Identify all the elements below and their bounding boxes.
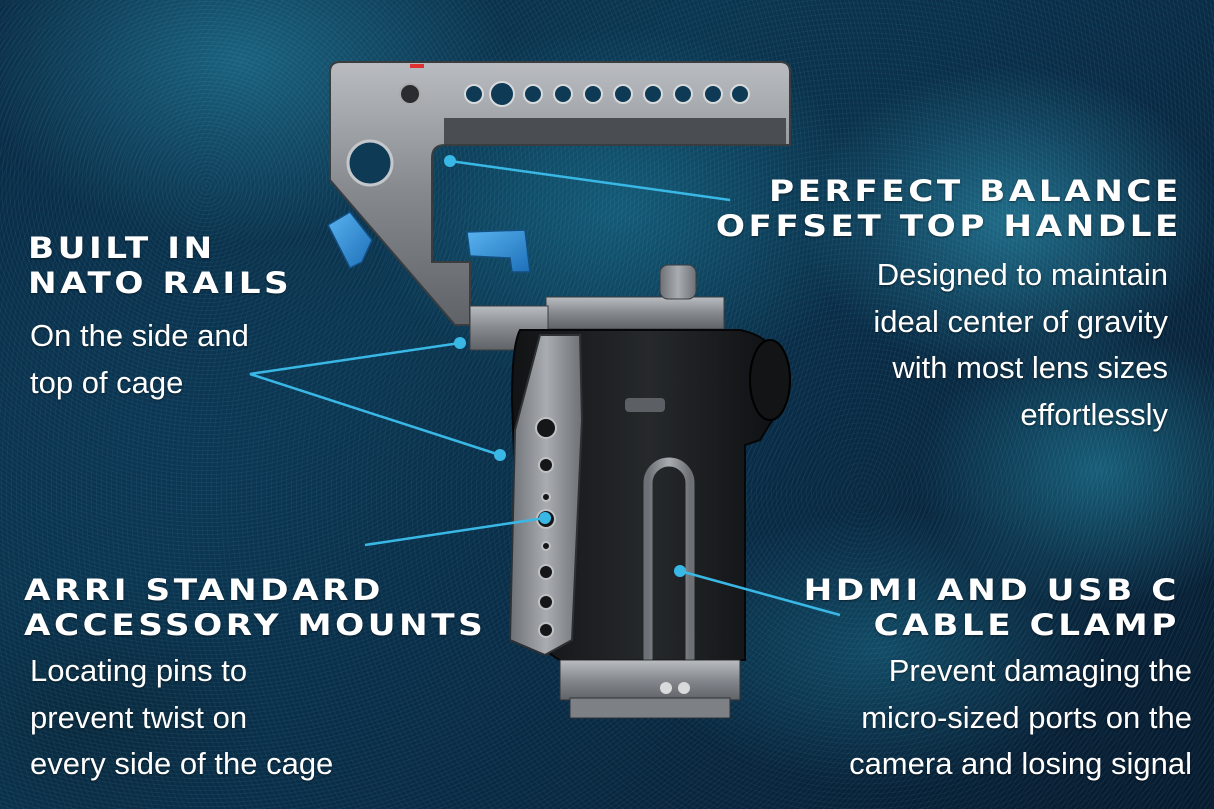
feature-heading-cable-clamp: HDMI and USB C Cable Clamp bbox=[803, 573, 1180, 643]
top-handle bbox=[329, 61, 791, 326]
feature-body-cable-clamp: Prevent damaging the micro-sized ports o… bbox=[849, 653, 1192, 781]
callout-line-cable-clamp bbox=[679, 569, 841, 617]
base-plate bbox=[559, 659, 741, 719]
feature-body-nato-rails: On the side and top of cage bbox=[30, 318, 249, 400]
callout-dot-cable-clamp bbox=[674, 565, 686, 577]
callout-dot-top-handle bbox=[444, 155, 456, 167]
feature-heading-arri-mounts: ARRI Standard Accessory Mounts bbox=[24, 573, 487, 643]
feature-heading-nato-rails: Built In NATO Rails bbox=[28, 231, 293, 301]
callout-dot-nato-top bbox=[454, 337, 466, 349]
callout-line-nato-rails bbox=[249, 341, 501, 457]
side-cage bbox=[508, 334, 584, 657]
callout-dot-nato-side bbox=[494, 449, 506, 461]
feature-body-top-handle: Designed to maintain ideal center of gra… bbox=[873, 257, 1168, 432]
feature-body-arri-mounts: Locating pins to prevent twist on every … bbox=[30, 653, 334, 781]
callout-line-top-handle bbox=[449, 159, 731, 202]
callout-line-arri-mounts bbox=[364, 516, 546, 547]
feature-heading-top-handle: Perfect Balance Offset Top Handle bbox=[715, 174, 1182, 244]
callout-dot-arri-mounts bbox=[539, 512, 551, 524]
